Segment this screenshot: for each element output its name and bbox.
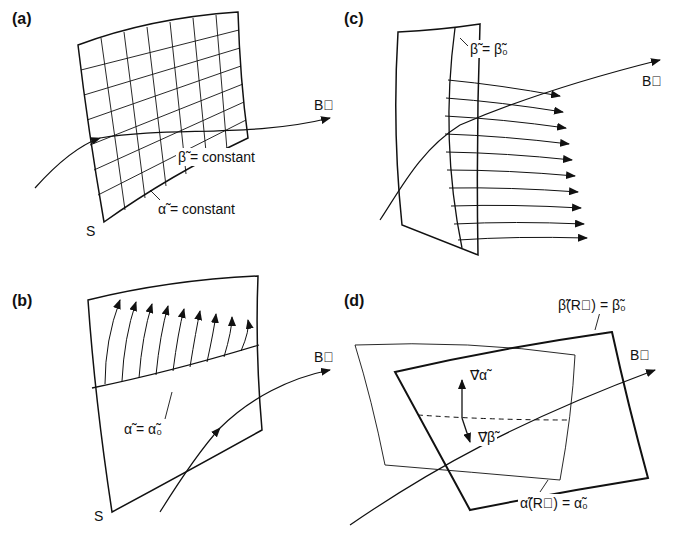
panel-letter: (d) (342, 292, 366, 310)
symbol-label: β̃(R⃗) = β̃₀ (556, 296, 628, 314)
symbol-label: B⃗ (312, 348, 336, 366)
symbol-label: S (92, 507, 105, 525)
symbol-label: α̃(R⃗) = α̃₀ (518, 494, 590, 512)
symbol-label: B⃗ (628, 346, 652, 364)
symbol-label: B⃗ (640, 72, 664, 90)
symbol-label: B⃗ (312, 96, 336, 114)
symbol-label: S (84, 222, 97, 240)
panel-letter: (c) (342, 10, 366, 28)
symbol-label: β̃ = β̃₀ (468, 40, 510, 58)
panel-letter: (a) (10, 10, 34, 28)
symbol-label: α̃ = α̃₀ (122, 420, 164, 438)
symbol-label: β̃ = constant (176, 148, 257, 166)
panel-letter: (b) (10, 292, 34, 310)
symbol-label: ∇⃗α̃ (468, 366, 489, 384)
symbol-label: α̃ = constant (156, 200, 237, 218)
symbol-label: ∇⃗β̃ (476, 428, 497, 446)
